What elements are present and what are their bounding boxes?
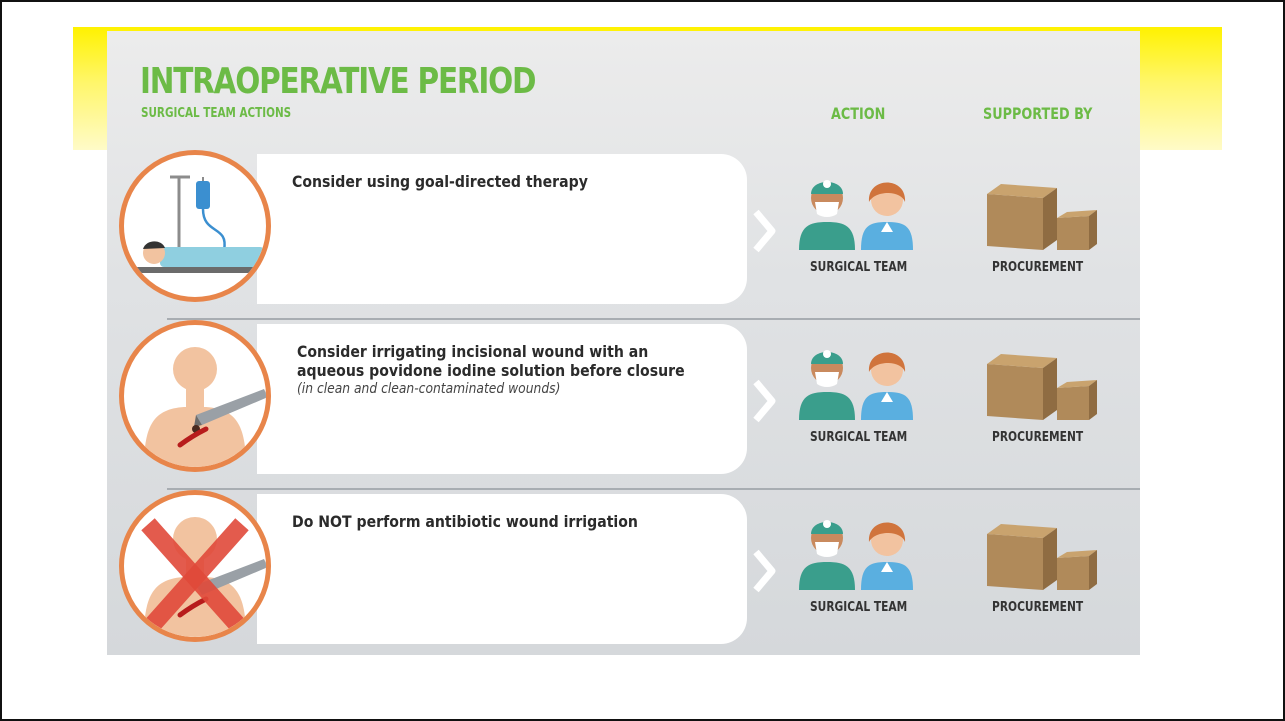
page-subtitle: SURGICAL TEAM ACTIONS bbox=[141, 106, 292, 121]
action-text: Consider using goal-directed therapy bbox=[292, 172, 706, 191]
surgical-team-icon bbox=[799, 180, 913, 250]
action-label: SURGICAL TEAM bbox=[810, 600, 908, 615]
action-text: Consider irrigating incisional wound wit… bbox=[297, 342, 711, 399]
column-header-supported-by: SUPPORTED BY bbox=[983, 104, 1093, 123]
page-title: INTRAOPERATIVE PERIOD bbox=[140, 61, 537, 102]
row-divider bbox=[167, 318, 1140, 320]
action-card bbox=[257, 494, 747, 644]
action-row-3: Do NOT perform antibiotic wound irrigati… bbox=[107, 490, 1140, 660]
procurement-boxes-icon bbox=[987, 354, 1097, 420]
supported-by-label: PROCUREMENT bbox=[992, 430, 1084, 445]
no-antibiotic-irrigation-icon bbox=[119, 490, 271, 642]
action-label: SURGICAL TEAM bbox=[810, 260, 908, 275]
action-text-main: Consider using goal-directed therapy bbox=[292, 172, 588, 191]
action-card bbox=[257, 324, 747, 474]
procurement-boxes-icon bbox=[987, 524, 1097, 590]
action-text-main: Do NOT perform antibiotic wound irrigati… bbox=[292, 512, 638, 531]
action-row-1: Consider using goal-directed therapy bbox=[107, 150, 1140, 320]
iv-drip-patient-icon bbox=[119, 150, 271, 302]
action-card bbox=[257, 154, 747, 304]
action-text-note: (in clean and clean-contaminated wounds) bbox=[297, 381, 561, 397]
chevron-right-icon bbox=[753, 379, 776, 423]
action-label: SURGICAL TEAM bbox=[810, 430, 908, 445]
wound-irrigation-icon bbox=[119, 320, 271, 472]
action-row-2: Consider irrigating incisional wound wit… bbox=[107, 320, 1140, 490]
chevron-right-icon bbox=[753, 549, 776, 593]
surgical-team-icon bbox=[799, 350, 913, 420]
column-header-action: ACTION bbox=[831, 104, 886, 123]
action-text-main: Consider irrigating incisional wound wit… bbox=[297, 342, 685, 380]
supported-by-label: PROCUREMENT bbox=[992, 600, 1084, 615]
action-text: Do NOT perform antibiotic wound irrigati… bbox=[292, 512, 706, 531]
chevron-right-icon bbox=[753, 209, 776, 253]
supported-by-label: PROCUREMENT bbox=[992, 260, 1084, 275]
surgical-team-icon bbox=[799, 520, 913, 590]
procurement-boxes-icon bbox=[987, 184, 1097, 250]
row-divider bbox=[167, 488, 1140, 490]
